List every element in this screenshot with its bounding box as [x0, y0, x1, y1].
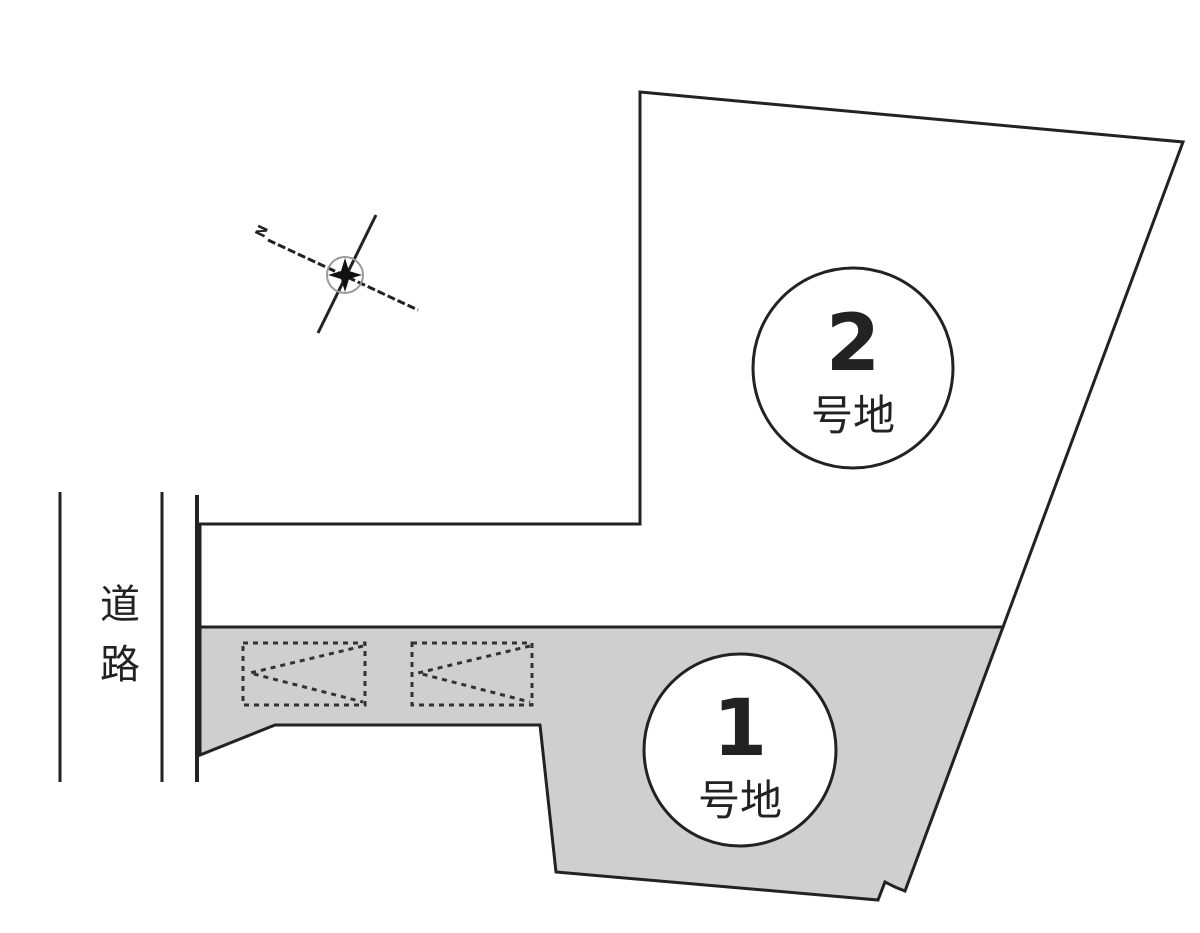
- lot-1-suffix: 号地: [698, 776, 782, 825]
- compass-icon: N: [253, 214, 419, 334]
- parking-space-2: [410, 641, 534, 707]
- road-label-2: 路: [100, 642, 140, 688]
- lot-1-label: 1 号地: [642, 652, 838, 848]
- lot-2[interactable]: [198, 90, 1186, 629]
- parking-space-1: [241, 641, 367, 707]
- lot-2-suffix: 号地: [811, 391, 895, 440]
- road-label-1: 道: [100, 582, 140, 628]
- compass-north-label: N: [253, 223, 272, 240]
- lot-2-number: 2: [826, 299, 880, 389]
- lot-1[interactable]: [198, 625, 1006, 902]
- lot-2-label: 2 号地: [751, 266, 955, 470]
- lot-1-number: 1: [713, 684, 767, 774]
